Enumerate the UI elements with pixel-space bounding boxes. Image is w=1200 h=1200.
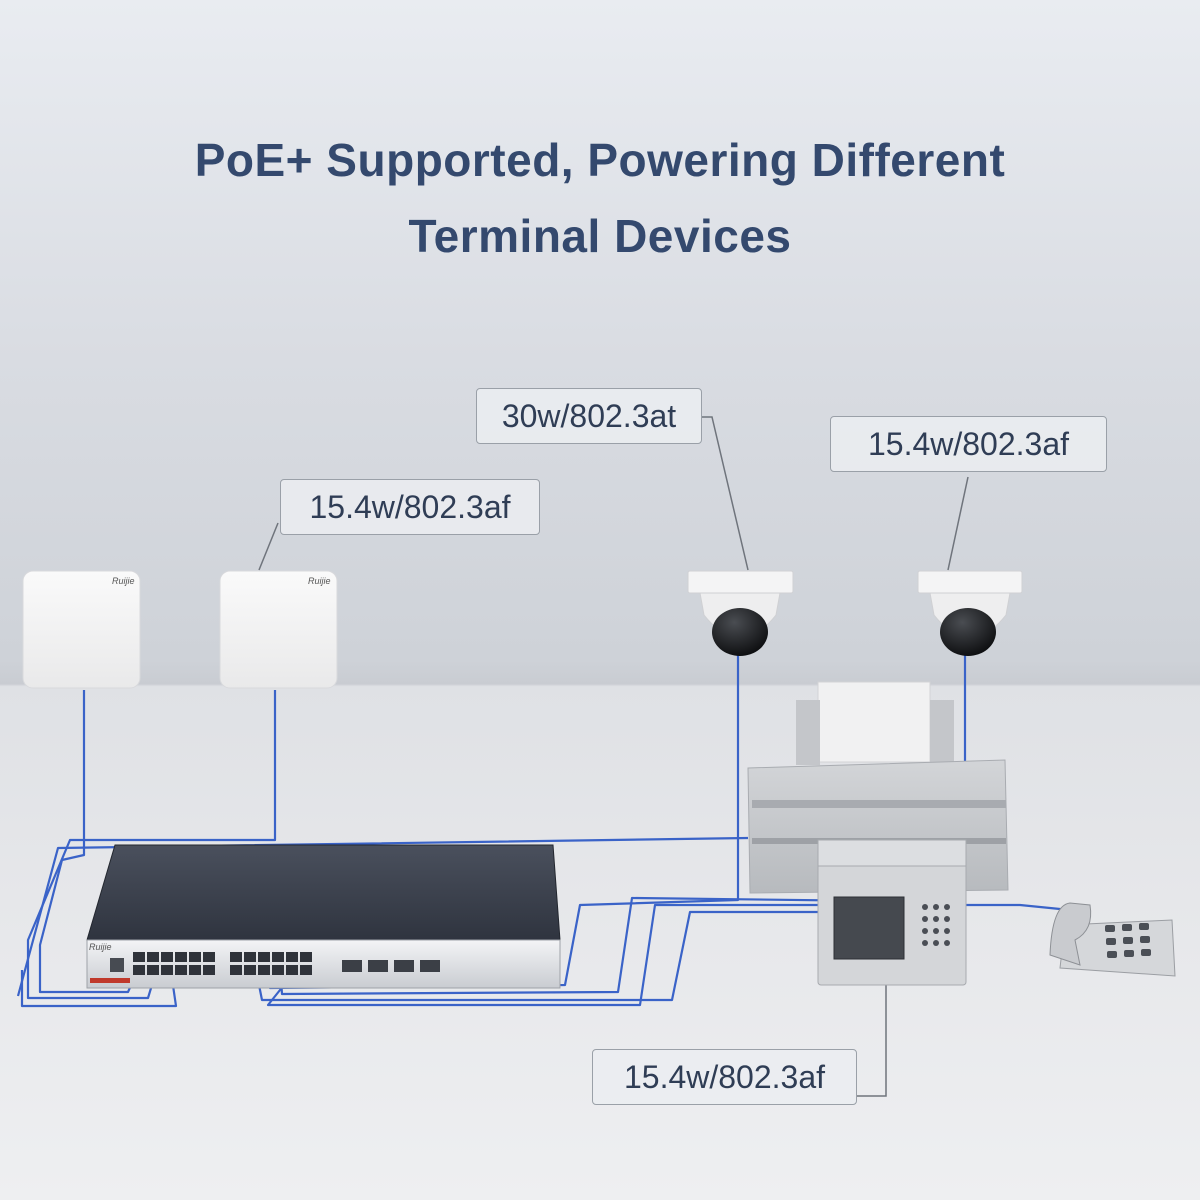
leader-term <box>857 985 887 1097</box>
cable-phone <box>266 903 1091 1007</box>
callout-access-point-power: 15.4w/802.3af <box>280 479 540 535</box>
switch-logo: Ruijie <box>89 942 112 952</box>
leader-cam1 <box>702 416 749 571</box>
switch-rj45-ports <box>133 952 312 975</box>
ap-right-logo: Ruijie <box>308 576 331 586</box>
access-terminal <box>817 839 967 986</box>
switch-sfp-ports <box>342 960 440 972</box>
callout-camera-left-power: 30w/802.3at <box>476 388 702 444</box>
leader-ap <box>258 522 279 571</box>
cable-ap2 <box>26 690 277 1000</box>
dome-camera-right <box>917 570 1023 656</box>
ap-left-logo: Ruijie <box>112 576 135 586</box>
cable-main-run <box>16 836 749 997</box>
cable-ap1 <box>38 690 142 994</box>
access-point-right: Ruijie <box>219 570 338 689</box>
page-title-line-2: Terminal Devices <box>408 210 792 262</box>
dome-camera-left <box>687 570 794 656</box>
callout-leaders <box>258 416 969 1097</box>
ip-phone <box>1049 902 1176 977</box>
leader-cam2 <box>947 476 969 571</box>
callout-terminal-power: 15.4w/802.3af <box>592 1049 857 1105</box>
access-point-left: Ruijie <box>22 570 141 689</box>
poe-switch: Ruijie <box>86 844 561 989</box>
callout-camera-right-power: 15.4w/802.3af <box>830 416 1107 472</box>
page-title-line-1: PoE+ Supported, Powering Different <box>194 134 1006 186</box>
